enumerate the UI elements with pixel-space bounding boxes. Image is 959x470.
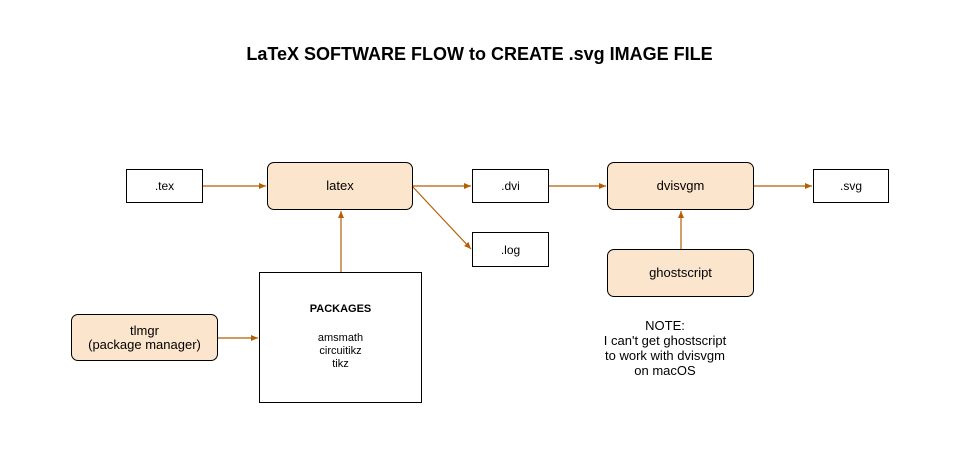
package-item: amsmath — [317, 332, 364, 344]
tlmgr-label-line-2: (package manager) — [88, 336, 201, 352]
dvisvgm-node: dvisvgm — [607, 162, 754, 210]
package-item: tikz — [332, 358, 349, 370]
diagram-title: LaTeX SOFTWARE FLOW to CREATE .svg IMAGE… — [246, 44, 713, 64]
note-text: NOTE: I can't get ghostscript to work wi… — [590, 318, 740, 378]
packages-title: PACKAGES — [309, 303, 372, 315]
arrow-latex-to-log — [411, 185, 472, 250]
note-line: on macOS — [634, 363, 696, 378]
package-item: circuitikz — [319, 345, 362, 357]
dvi-file-node: .dvi — [472, 169, 549, 203]
note-line: to work with dvisvgm — [605, 348, 725, 363]
log-file-node: .log — [472, 232, 549, 267]
tex-file-node: .tex — [126, 169, 203, 203]
latex-node: latex — [267, 162, 413, 210]
svg-file-node: .svg — [813, 169, 889, 203]
packages-node: PACKAGES amsmath circuitikz tikz — [259, 272, 422, 403]
note-line: I can't get ghostscript — [603, 333, 727, 348]
tlmgr-node: tlmgr (package manager) — [71, 314, 218, 361]
tlmgr-label-line-1: tlmgr — [130, 322, 159, 338]
ghostscript-node: ghostscript — [607, 249, 754, 297]
note-line: NOTE: — [645, 318, 685, 333]
